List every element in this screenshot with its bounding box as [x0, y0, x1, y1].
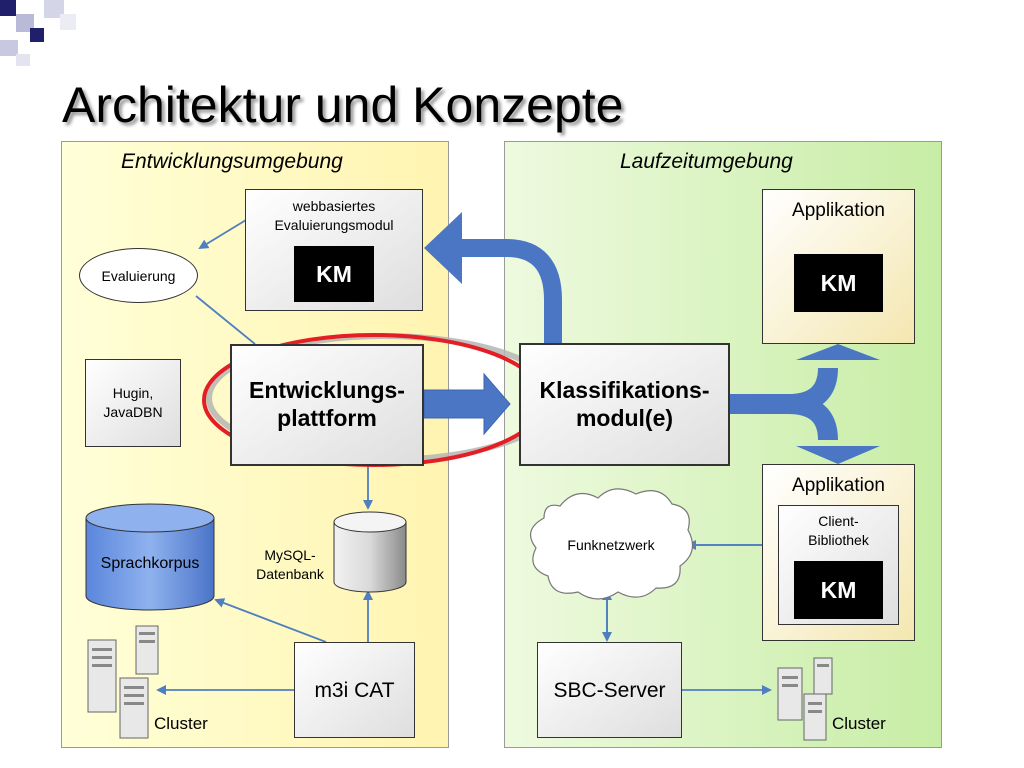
- classifier-line1: Klassifikations-: [539, 377, 710, 403]
- cluster-right-label: Cluster: [832, 714, 886, 733]
- development-platform-box: Entwicklungs- plattform: [230, 344, 424, 466]
- client-line2: Bibliothek: [808, 532, 869, 548]
- server-icon: [135, 625, 159, 675]
- platform-line1: Entwicklungs-: [249, 377, 405, 403]
- run-env-title: Laufzeitumgebung: [620, 150, 793, 173]
- classifier-module-box: Klassifikations- modul(e): [519, 343, 730, 466]
- server-icon: [803, 693, 827, 741]
- dev-env-title: Entwicklungsumgebung: [121, 150, 343, 173]
- big-arrow-classifier-to-web: [460, 239, 562, 344]
- server-icon: [119, 677, 149, 739]
- hugin-line2: JavaDBN: [103, 404, 163, 420]
- big-arrow-classifier-to-web-head: [424, 212, 462, 284]
- evaluierung-label: Evaluierung: [101, 267, 176, 284]
- decor-square: [44, 0, 64, 18]
- hugin-box: Hugin, JavaDBN: [85, 359, 181, 447]
- sbc-server-box: SBC-Server: [537, 642, 682, 738]
- line-platform-to-evaluierung: [195, 295, 256, 345]
- brace-arrow-head-down: [796, 446, 880, 464]
- classifier-line2: modul(e): [575, 405, 674, 431]
- app-top-title: Applikation: [792, 200, 885, 221]
- web-module-line2: Evaluierungsmodul: [274, 217, 394, 233]
- decor-square: [60, 14, 76, 30]
- km-badge-client: KM: [794, 561, 883, 619]
- server-icon: [777, 667, 803, 721]
- server-icon: [813, 657, 833, 695]
- db-line1: MySQL-: [264, 547, 316, 563]
- client-line1: Client-: [818, 513, 859, 529]
- km-badge-app-top: KM: [794, 254, 883, 312]
- arrow-web-to-evaluierung: [198, 219, 247, 250]
- slide-title: Architektur und Konzepte: [62, 77, 624, 133]
- database-cylinder: [333, 521, 407, 593]
- platform-line2: plattform: [277, 405, 377, 431]
- arrow-m3i-to-sprachkorpus: [214, 598, 327, 643]
- hugin-line1: Hugin,: [112, 385, 154, 401]
- funknetzwerk-label: Funknetzwerk: [567, 537, 655, 553]
- decor-square: [0, 0, 16, 16]
- decor-square: [16, 14, 34, 32]
- brace-arrow-head-up: [796, 344, 880, 360]
- decor-square: [30, 28, 44, 42]
- evaluierung-node: Evaluierung: [79, 248, 198, 303]
- cluster-left-label: Cluster: [154, 714, 208, 733]
- decor-square: [16, 54, 30, 66]
- big-arrow-platform-to-classifier: [423, 372, 511, 436]
- m3i-cat-box: m3i CAT: [294, 642, 415, 738]
- db-line2: Datenbank: [256, 566, 324, 582]
- mysql-db-label: MySQL- Datenbank: [246, 546, 334, 584]
- brace-arrow-body: [730, 367, 838, 441]
- decor-square: [0, 40, 18, 56]
- sprachkorpus-label: Sprachkorpus: [100, 555, 200, 572]
- m3i-label: m3i CAT: [314, 678, 395, 702]
- app-bottom-title: Applikation: [792, 475, 885, 496]
- km-badge-web: KM: [294, 246, 374, 302]
- web-module-line1: webbasiertes: [292, 198, 376, 214]
- server-icon: [87, 639, 117, 713]
- sbc-label: SBC-Server: [553, 678, 666, 702]
